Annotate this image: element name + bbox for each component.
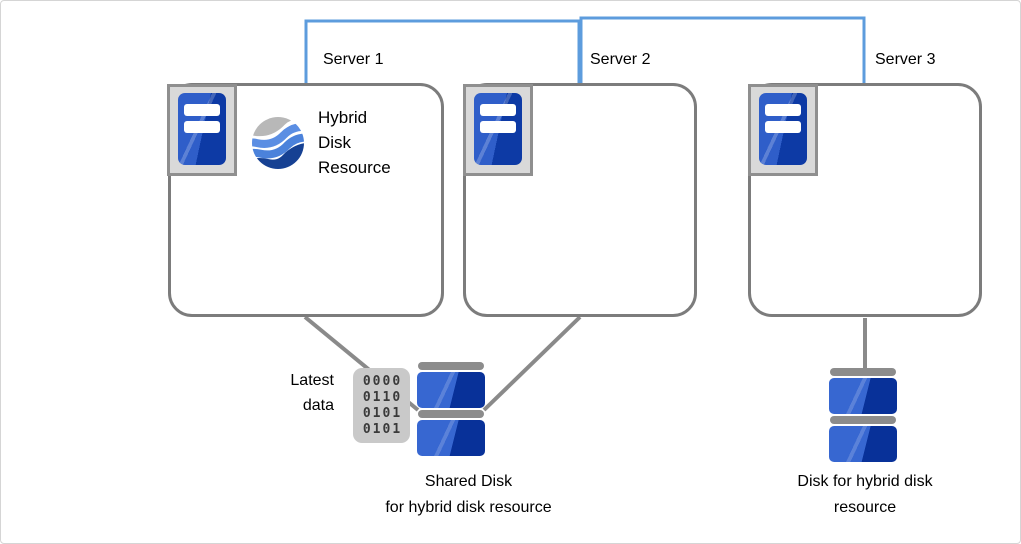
- disk-platter: [417, 372, 485, 408]
- binary-row: 0110: [362, 389, 403, 405]
- server2-label: Server 2: [590, 51, 651, 68]
- hybrid-disk-icon: [829, 368, 897, 462]
- disk-cap: [418, 410, 484, 418]
- hybrid-label-line: Disk: [318, 133, 352, 152]
- binary-row: 0101: [362, 405, 403, 421]
- server3-label: Server 3: [875, 51, 936, 68]
- latest-data-label: Latest data: [246, 368, 334, 418]
- hybrid-disk-label-line: resource: [833, 499, 897, 516]
- disk-cap: [418, 362, 484, 370]
- server-slot-bar: [184, 104, 220, 116]
- disk-platter: [417, 420, 485, 456]
- hybrid-disk-label: Disk for hybrid disk resource: [746, 469, 984, 521]
- server-slot-bar: [765, 121, 801, 133]
- disk-platter: [829, 426, 897, 462]
- interconnect-line-server1-server2: [304, 19, 581, 83]
- hybrid-disk-resource-icon: [252, 117, 304, 169]
- server-slot-bar: [480, 121, 516, 133]
- server1-label: Server 1: [323, 51, 384, 68]
- server-icon: [463, 84, 533, 176]
- server-icon: [167, 84, 237, 176]
- shared-disk-icon: [417, 362, 485, 456]
- disk-cap: [830, 416, 896, 424]
- hybrid-label-line: Resource: [318, 158, 391, 177]
- binary-data-icon: 0000 0110 0101 0101: [353, 368, 410, 443]
- server-slot-bar: [765, 104, 801, 116]
- shared-disk-label-line: for hybrid disk resource: [385, 499, 552, 516]
- interconnect-line-server2-server3: [579, 16, 866, 83]
- binary-row: 0101: [362, 421, 403, 437]
- server2-shared-disk-line: [482, 315, 582, 412]
- server-slot-bar: [480, 104, 516, 116]
- shared-disk-label-line: Shared Disk: [424, 473, 513, 490]
- latest-data-line: data: [302, 397, 334, 414]
- server-tower: [759, 93, 807, 165]
- binary-row: 0000: [362, 373, 403, 389]
- disk-platter: [829, 378, 897, 414]
- server-tower: [474, 93, 522, 165]
- server-tower: [178, 93, 226, 165]
- hybrid-disk-resource-label: Hybrid Disk Resource: [318, 105, 391, 180]
- hybrid-disk-label-line: Disk for hybrid disk: [797, 473, 933, 490]
- disk-cap: [830, 368, 896, 376]
- shared-disk-label: Shared Disk for hybrid disk resource: [326, 469, 611, 521]
- hybrid-label-line: Hybrid: [318, 108, 368, 127]
- server-slot-bar: [184, 121, 220, 133]
- latest-data-line: Latest: [290, 372, 334, 389]
- server2-box: [463, 83, 697, 317]
- server-icon: [748, 84, 818, 176]
